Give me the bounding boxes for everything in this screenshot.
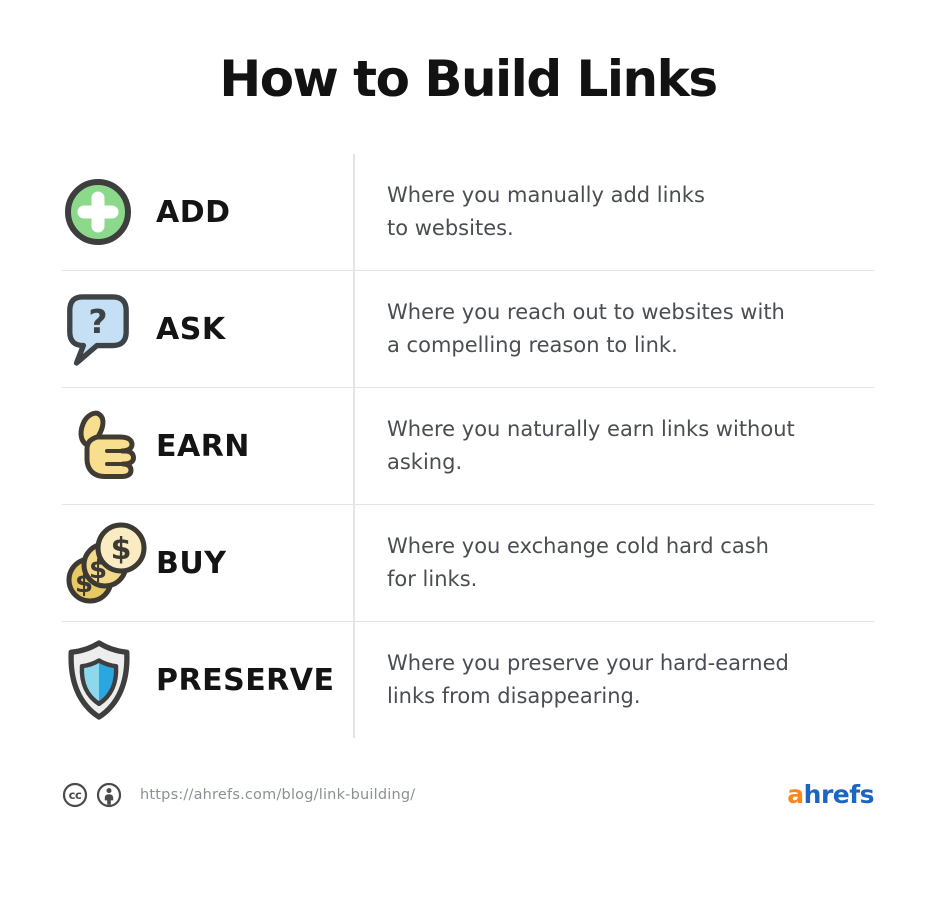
description-line: a compelling reason to link.: [387, 333, 678, 357]
creative-commons-icon: cc: [62, 782, 88, 807]
description-line: to websites.: [387, 216, 514, 240]
row-earn-description: Where you naturally earn links without a…: [355, 388, 874, 504]
coins-icon: $ $ $: [62, 520, 150, 606]
attribution-person-icon: [96, 782, 122, 807]
row-preserve-description: Where you preserve your hard-earned link…: [355, 622, 874, 738]
table-row-ask: ? ASK Where you reach out to websites wi…: [62, 270, 874, 387]
thumbs-up-icon: [62, 406, 150, 486]
row-label-buy: BUY: [156, 545, 227, 581]
description-line: for links.: [387, 567, 478, 591]
row-add-description: Where you manually add links to websites…: [355, 154, 874, 270]
cc-glyph: cc: [69, 788, 82, 802]
ahrefs-logo: ahrefs: [787, 780, 874, 809]
row-buy-description: Where you exchange cold hard cash for li…: [355, 505, 874, 621]
shield-icon: [62, 638, 150, 722]
row-earn-left-cell: EARN: [62, 388, 355, 504]
question-mark-glyph: ?: [88, 302, 107, 341]
row-label-add: ADD: [156, 194, 231, 230]
ahrefs-logo-hrefs: hrefs: [803, 780, 875, 809]
description-line: asking.: [387, 450, 463, 474]
row-preserve-left-cell: PRESERVE: [62, 622, 355, 738]
row-buy-left-cell: $ $ $ BUY: [62, 505, 355, 621]
row-add-left-cell: ADD: [62, 154, 355, 270]
link-building-table: ADD Where you manually add links to webs…: [62, 154, 874, 738]
table-row-add: ADD Where you manually add links to webs…: [62, 154, 874, 270]
description-line: Where you reach out to websites with: [387, 300, 785, 324]
source-url: https://ahrefs.com/blog/link-building/: [140, 786, 416, 803]
row-label-ask: ASK: [156, 311, 226, 347]
license-attribution: cc https://ahrefs.com/blog/link-building…: [62, 782, 415, 808]
dollar-glyph: $: [111, 532, 132, 567]
description-line: Where you exchange cold hard cash: [387, 534, 769, 558]
plus-circle-icon: [62, 176, 150, 248]
description-line: Where you preserve your hard-earned: [387, 651, 789, 675]
row-ask-left-cell: ? ASK: [62, 271, 355, 387]
table-row-earn: EARN Where you naturally earn links with…: [62, 387, 874, 504]
footer: cc https://ahrefs.com/blog/link-building…: [62, 780, 875, 809]
row-ask-description: Where you reach out to websites with a c…: [355, 271, 874, 387]
row-label-preserve: PRESERVE: [156, 662, 335, 698]
table-row-preserve: PRESERVE Where you preserve your hard-ea…: [62, 621, 874, 738]
speech-bubble-question-icon: ?: [62, 289, 150, 369]
ahrefs-logo-a: a: [787, 780, 804, 809]
description-line: Where you naturally earn links without: [387, 417, 795, 441]
description-line: Where you manually add links: [387, 183, 705, 207]
table-row-buy: $ $ $ BUY Where you exchange cold hard c…: [62, 504, 874, 621]
row-label-earn: EARN: [156, 428, 250, 464]
description-line: links from disappearing.: [387, 684, 641, 708]
page-title: How to Build Links: [219, 50, 718, 108]
